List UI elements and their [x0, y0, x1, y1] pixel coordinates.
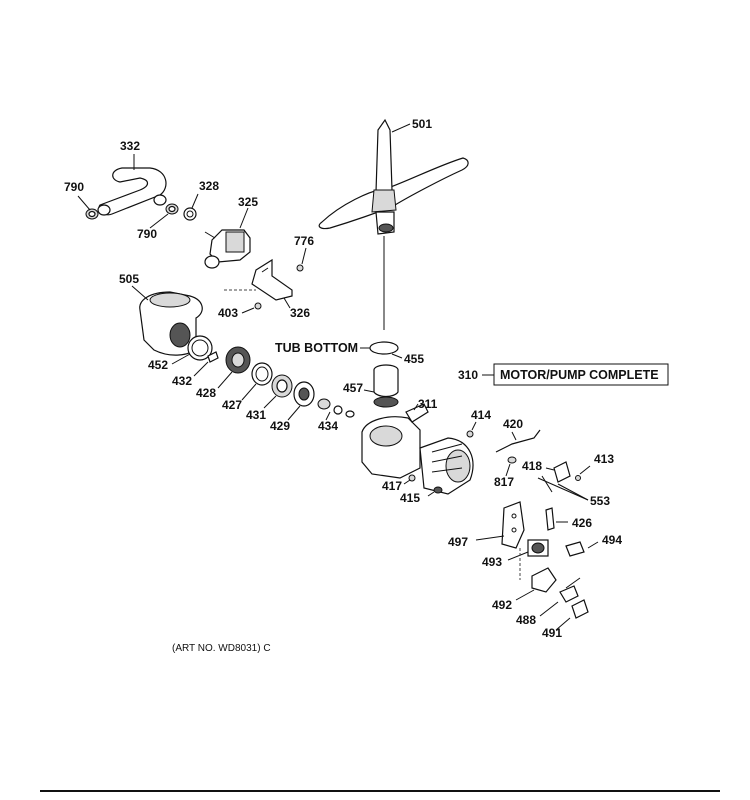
rod-420[interactable]	[495, 429, 541, 453]
label-326: 326	[290, 306, 310, 320]
label-328: 328	[199, 179, 219, 193]
impeller-428[interactable]	[225, 346, 251, 374]
label-403: 403	[218, 306, 238, 320]
part-417[interactable]	[408, 474, 416, 482]
solenoid-493[interactable]	[527, 539, 549, 557]
label-553: 553	[590, 494, 610, 508]
label-455: 455	[404, 352, 424, 366]
label-492: 492	[492, 598, 512, 612]
label-491: 491	[542, 626, 562, 640]
label-452: 452	[148, 358, 168, 372]
part-426[interactable]	[545, 507, 555, 531]
label-311: 311	[418, 397, 438, 411]
label-497: 497	[448, 535, 468, 549]
label-417: 417	[382, 479, 402, 493]
part-492[interactable]	[531, 567, 557, 593]
hose-332[interactable]	[97, 167, 167, 216]
screw-403[interactable]	[254, 302, 262, 310]
label-494: 494	[602, 533, 622, 547]
seal-431[interactable]	[271, 374, 293, 398]
label-426: 426	[572, 516, 592, 530]
motor-pump-complete-label: MOTOR/PUMP COMPLETE	[500, 368, 659, 382]
motor-pump-complete-box	[493, 363, 669, 386]
motor-pump-311[interactable]	[361, 403, 474, 495]
sump-housing-505[interactable]	[139, 291, 203, 356]
clamp-790-left[interactable]	[85, 208, 99, 220]
part-494[interactable]	[565, 541, 585, 557]
gasket-427[interactable]	[251, 362, 273, 386]
screw-776[interactable]	[296, 264, 304, 272]
screw-413[interactable]	[575, 475, 581, 481]
label-431: 431	[246, 408, 266, 422]
label-415: 415	[400, 491, 420, 505]
label-429: 429	[270, 419, 290, 433]
part-488[interactable]	[559, 577, 581, 603]
label-432: 432	[172, 374, 192, 388]
parts-434[interactable]	[317, 398, 355, 418]
label-310: 310	[458, 368, 478, 382]
part-415[interactable]	[433, 486, 443, 494]
label-817: 817	[494, 475, 514, 489]
spray-arm-501[interactable]	[318, 118, 469, 235]
label-418: 418	[522, 459, 542, 473]
label-428: 428	[196, 386, 216, 400]
ring-328[interactable]	[183, 207, 197, 221]
label-413: 413	[594, 452, 614, 466]
art-number: (ART NO. WD8031) C	[172, 643, 271, 654]
bracket-497[interactable]	[501, 501, 525, 549]
label-434: 434	[318, 419, 338, 433]
parts-553[interactable]	[537, 475, 589, 501]
label-493: 493	[482, 555, 502, 569]
part-418[interactable]	[553, 461, 571, 483]
label-427: 427	[222, 398, 242, 412]
label-501: 501	[412, 117, 432, 131]
label-457: 457	[343, 381, 363, 395]
label-790-right: 790	[137, 227, 157, 241]
clamp-790-right[interactable]	[165, 203, 179, 215]
impeller-429[interactable]	[293, 381, 315, 407]
label-420: 420	[503, 417, 523, 431]
ring-455[interactable]	[369, 341, 399, 355]
label-505: 505	[119, 272, 139, 286]
part-491[interactable]	[571, 599, 589, 619]
screw-414[interactable]	[466, 430, 474, 438]
clamp-452[interactable]	[187, 335, 213, 361]
tub-bottom-label: TUB BOTTOM	[275, 341, 358, 355]
label-332: 332	[120, 139, 140, 153]
label-488: 488	[516, 613, 536, 627]
valve-325[interactable]	[204, 229, 251, 269]
part-817[interactable]	[507, 456, 517, 464]
coupling-457[interactable]	[373, 364, 399, 408]
label-414: 414	[471, 408, 491, 422]
bracket-326[interactable]	[251, 258, 293, 301]
label-776: 776	[294, 234, 314, 248]
label-790-left: 790	[64, 180, 84, 194]
clip-432[interactable]	[207, 351, 219, 363]
label-325: 325	[238, 195, 258, 209]
